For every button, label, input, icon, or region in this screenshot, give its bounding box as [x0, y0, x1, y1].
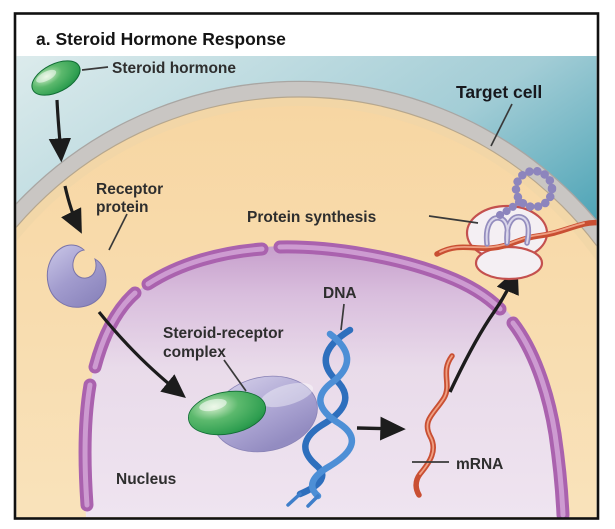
nucleus [78, 240, 570, 518]
cell-membrane-outer-edge [16, 80, 597, 223]
arrow-hormone-to-receptor [61, 185, 82, 234]
nucleoplasm [84, 245, 565, 517]
label-steroid-receptor-complex-line2: complex [163, 344, 226, 361]
dna-strand-front [308, 330, 356, 500]
envelope-highlight-2 [92, 290, 138, 370]
label-steroid-receptor-complex-line1: Steroid-receptor [163, 325, 284, 342]
arrow-dna-to-mrna [356, 416, 406, 441]
envelope-highlight-5 [510, 320, 566, 518]
complex-highlight [260, 382, 314, 408]
label-line-steroid-receptor-complex [223, 359, 247, 392]
cell-membrane [16, 82, 597, 246]
label-target-cell: Target cell [456, 82, 542, 102]
ribosome-small-subunit [474, 245, 544, 281]
dna-helix [286, 326, 356, 508]
panel-title: a. Steroid Hormone Response [36, 29, 286, 49]
receptor-protein [46, 244, 107, 308]
membrane-inner-shadow [16, 98, 597, 262]
hormone-highlight [36, 69, 57, 83]
label-receptor-protein-line1: Receptor [96, 181, 163, 198]
label-dna: DNA [323, 285, 357, 302]
steroid-receptor-complex [188, 375, 318, 453]
label-nucleus: Nucleus [116, 471, 176, 488]
label-mrna: mRNA [456, 456, 503, 473]
steroid-hormone [31, 60, 81, 96]
label-line-dna [340, 303, 345, 331]
label-receptor-protein-line2: protein [96, 199, 149, 216]
envelope-highlight-3 [145, 246, 265, 287]
dna-strand-ends [286, 492, 320, 508]
label-protein-synthesis: Protein synthesis [247, 209, 376, 226]
arrow-receptor-to-complex [97, 310, 186, 399]
arrow-mrna-to-ribosome [448, 267, 519, 393]
label-line-target-cell [490, 103, 513, 147]
mrna-strand-nucleus [413, 353, 455, 498]
label-line-protein-synthesis [428, 215, 479, 224]
nuclear-envelope [78, 240, 570, 518]
complex-hormone-highlight [199, 398, 227, 412]
label-steroid-hormone: Steroid hormone [112, 60, 236, 77]
figure-frame [13, 12, 600, 520]
envelope-highlight-4 [277, 244, 503, 312]
arrow-hormone-to-membrane [48, 99, 72, 163]
envelope-highlight-1 [82, 382, 93, 508]
diagram-area: Steroid hormone Target cell Receptor pro… [16, 56, 597, 518]
mrna-strand-cytoplasm [434, 219, 597, 257]
polypeptide-chain [494, 166, 557, 220]
label-line-receptor-protein [108, 213, 128, 251]
label-line-steroid-hormone [81, 66, 109, 71]
ribosome-complex [434, 166, 597, 281]
